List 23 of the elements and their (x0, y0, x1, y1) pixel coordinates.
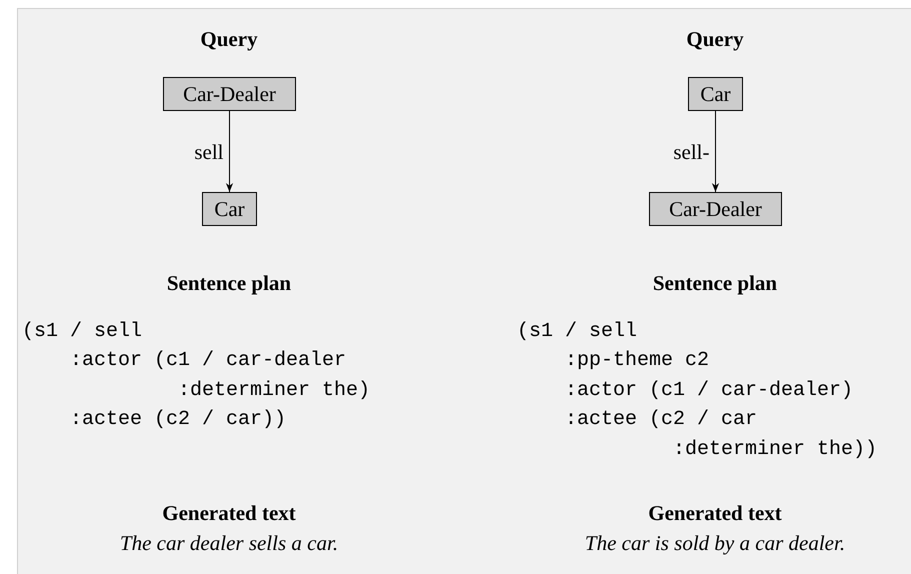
entity-box: Car-Dealer (649, 192, 782, 226)
code-line: :determiner the)) (673, 438, 878, 462)
code-line: :determiner the) (178, 379, 370, 403)
entity-box: Car (688, 77, 743, 111)
code-line: :actor (c1 / car-dealer (70, 349, 346, 373)
section-heading: Sentence plan (166, 270, 292, 296)
generated-sentence: The car is sold by a car dealer. (584, 530, 846, 556)
code-line: :actor (c1 / car-dealer) (565, 379, 854, 403)
code-line: (s1 / sell (22, 320, 142, 344)
section-heading: Sentence plan (652, 270, 778, 296)
generated-sentence: The car dealer sells a car. (120, 530, 338, 556)
entity-box: Car (202, 192, 257, 226)
section-heading: Query (200, 26, 258, 52)
section-heading: Generated text (162, 500, 296, 526)
arrow (226, 110, 234, 192)
section-heading: Generated text (648, 500, 782, 526)
code-line: :actee (c2 / car (565, 408, 758, 432)
code-line: :actee (c2 / car)) (70, 408, 286, 432)
arrow (712, 110, 720, 192)
section-heading: Query (686, 26, 744, 52)
code-line: (s1 / sell (517, 320, 638, 344)
code-line: :pp-theme c2 (565, 349, 710, 373)
entity-box: Car-Dealer (163, 77, 296, 111)
